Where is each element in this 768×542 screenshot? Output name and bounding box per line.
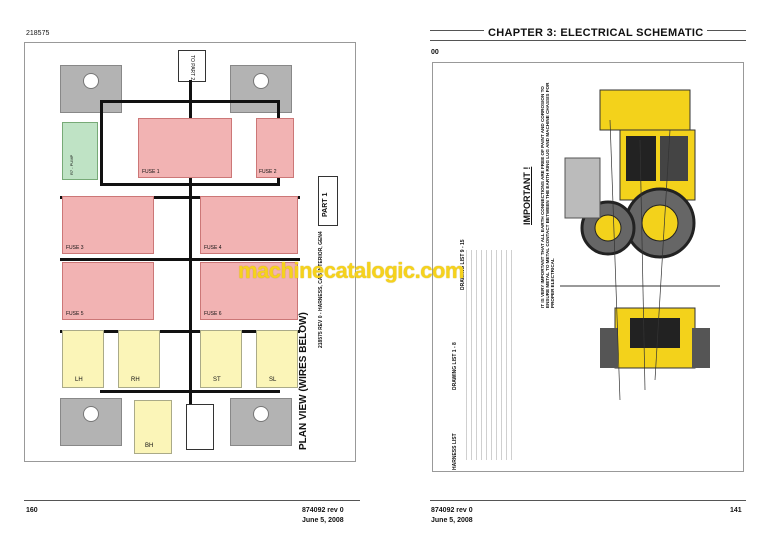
footer-rule-right [430,500,746,501]
relay-right-indicator: RH [118,330,160,388]
grey-block-br [230,398,292,446]
chapter-subheader: 00 [431,49,439,56]
plan-view-title: PLAN VIEW (WIRES BELOW) [298,312,309,450]
to-part-label: TO PART 2 [189,55,195,81]
part-label: PART 1 [322,192,329,217]
page-number-left: 160 [26,507,38,514]
fuse-box-6: FUSE 6 [200,262,298,320]
to-part-box: TO PART 2 [178,50,206,82]
important-text: IT IS VERY IMPORTANT THAT ALL EARTH CONN… [540,68,555,308]
drawing-list-lines [466,250,516,460]
harness-list: HARNESS LIST [452,433,458,470]
relay-start: ST [200,330,242,388]
chapter-header: CHAPTER 3: ELECTRICAL SCHEMATIC [484,27,708,39]
drawing-list-1: DRAWING LIST 1 - 8 [452,342,458,390]
page-number-right: 141 [730,507,742,514]
fuse-box-1: FUSE 1 [138,118,232,178]
relay-stop-lights: SL [256,330,298,388]
doc-ref-left: 874092 rev 0 [302,507,344,514]
fuse-box-4: FUSE 4 [200,196,298,254]
main-trunk [189,80,192,410]
doc-ref-right: 874092 rev 0 [431,507,473,514]
relay-brake-hold: BH [134,400,172,454]
leader-lines [609,120,671,400]
doc-date-left: June 5, 2008 [302,517,344,524]
grey-block-tr [230,65,292,113]
watermark-text: machinecatalogic.com [238,258,464,283]
footer-rule-left [24,500,360,501]
grey-block-bl [60,398,122,446]
plan-view-subtitle: 218575 REV 0 - HARNESS, CAB INTERIOR, GE… [318,231,324,348]
fuse-box-3: FUSE 3 [62,196,154,254]
top-loop [100,100,280,103]
important-title: IMPORTANT ! [522,166,532,225]
green-box-label: R7 - PUMP [69,154,74,175]
doc-date-right: June 5, 2008 [431,517,473,524]
important-text-body: IT IS VERY IMPORTANT THAT ALL EARTH CONN… [540,82,555,308]
grey-block-tl [60,65,122,113]
green-pump-box: R7 - PUMP [62,122,98,180]
fuse-box-2: FUSE 2 [256,118,294,178]
fuse-box-5: FUSE 5 [62,262,154,320]
drawing-id: 218575 [26,30,50,37]
part-box: PART 1 [318,176,338,226]
diode-box [186,404,214,450]
relay-left-indicator: LH [62,330,104,388]
